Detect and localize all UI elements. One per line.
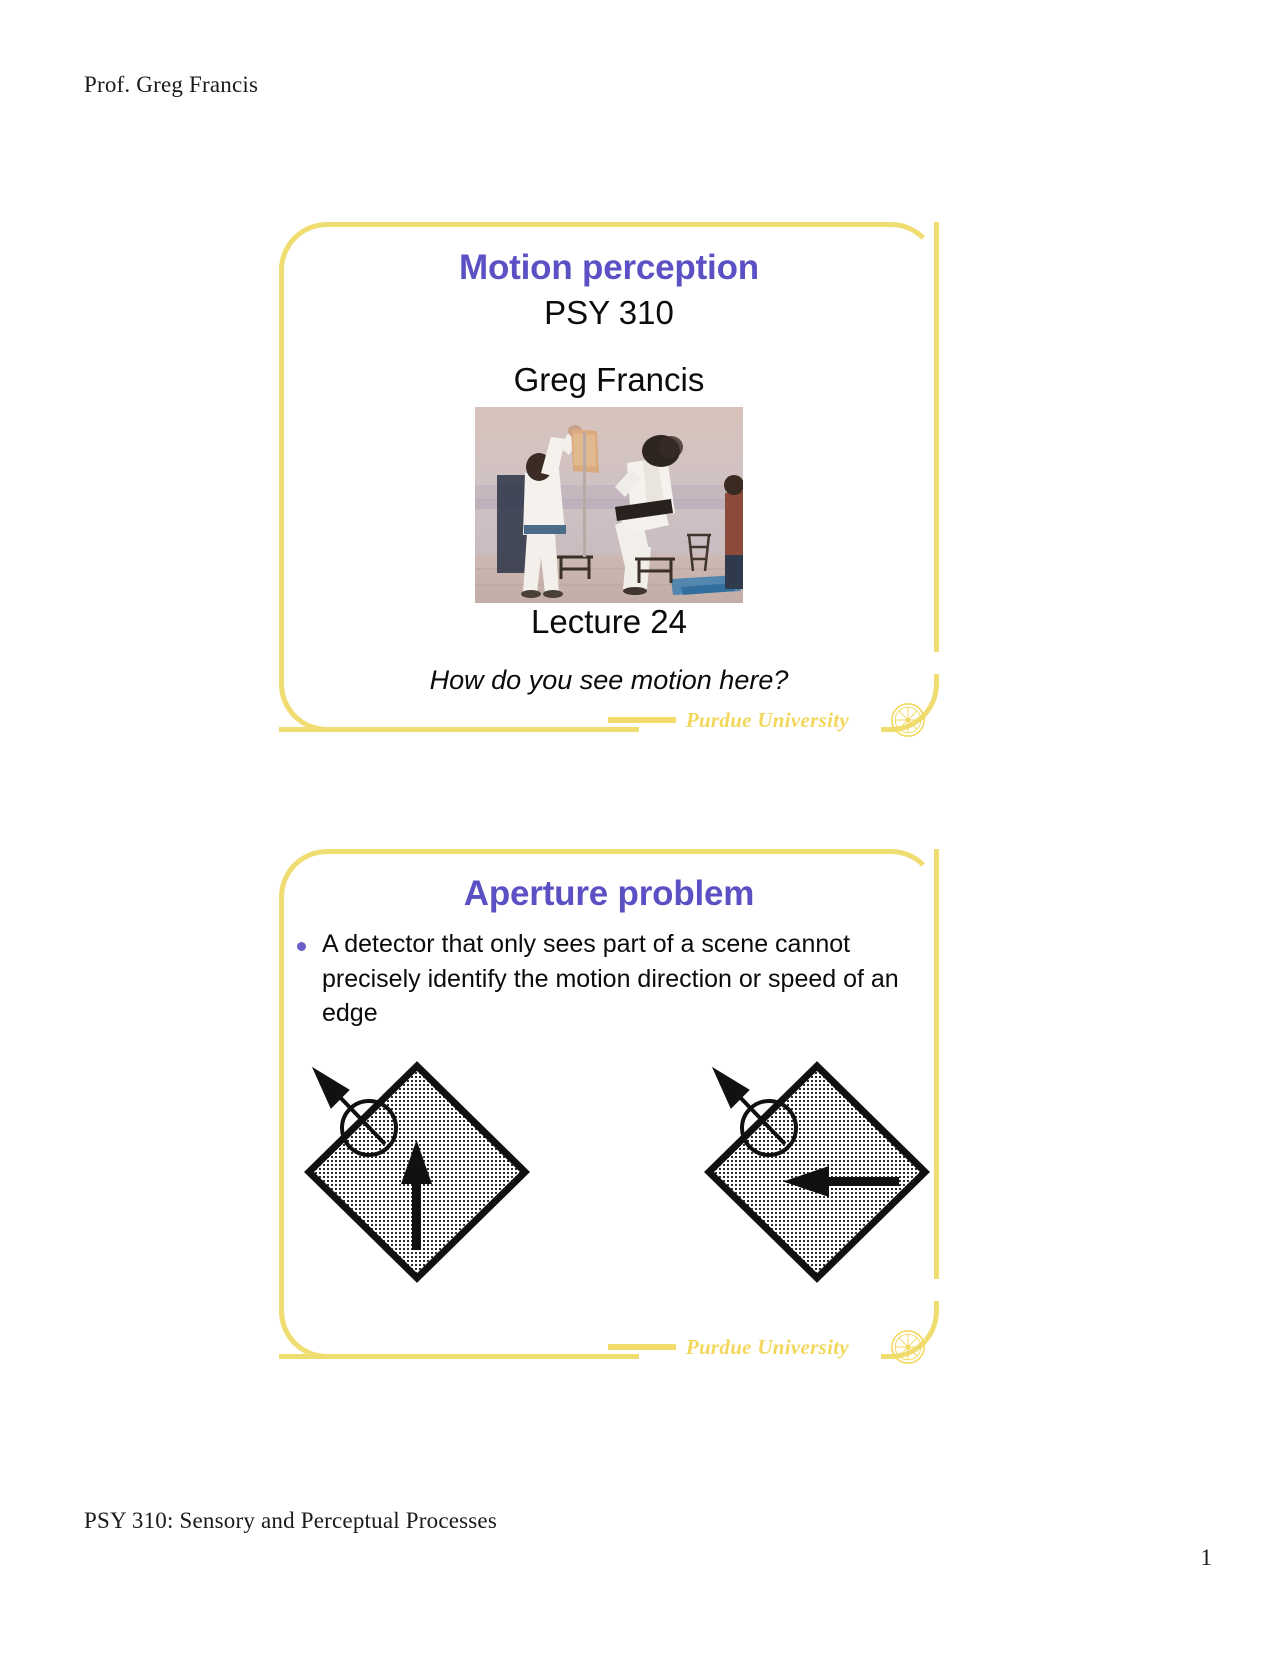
page-footer-course: PSY 310: Sensory and Perceptual Processe… bbox=[84, 1508, 497, 1533]
slide-frame-bottom-rule bbox=[279, 1354, 639, 1359]
diamond-moving-left-figure bbox=[687, 1044, 947, 1294]
true-motion-arrow-left bbox=[783, 1166, 899, 1197]
purdue-footer: Purdue University bbox=[607, 1326, 927, 1368]
aperture-figures bbox=[279, 1044, 939, 1294]
slide-frame-right-rule bbox=[934, 849, 939, 1279]
purdue-rule bbox=[607, 1344, 676, 1350]
page-number: 1 bbox=[1200, 1545, 1213, 1570]
slide-title-aperture-problem: Aperture problem bbox=[463, 874, 755, 913]
aperture-motion-arrow-diagonal bbox=[311, 1066, 387, 1146]
slide-title-motion-perception: Motion perception bbox=[459, 248, 759, 287]
purdue-university-label: Purdue University bbox=[685, 1334, 849, 1359]
purdue-rule bbox=[607, 717, 676, 723]
purdue-footer: Purdue University bbox=[607, 699, 927, 741]
taekwondo-photo bbox=[475, 407, 743, 603]
slide-question-text: How do you see motion here? bbox=[429, 665, 789, 695]
purdue-seal-icon bbox=[889, 701, 927, 739]
aperture-circle bbox=[340, 1099, 398, 1157]
slide-frame-border bbox=[279, 222, 939, 732]
diamond-moving-up-figure bbox=[287, 1044, 547, 1294]
slide-course-code: PSY 310 bbox=[544, 294, 674, 331]
slide-author-name: Greg Francis bbox=[513, 361, 705, 398]
purdue-seal-icon bbox=[889, 1328, 927, 1366]
slide-frame-right-rule bbox=[934, 222, 939, 652]
true-motion-arrow-up bbox=[401, 1140, 432, 1250]
slide-aperture-problem: Aperture problem A detector that only se… bbox=[279, 849, 939, 1364]
aperture-circle bbox=[740, 1099, 798, 1157]
slide-lecture-number: Lecture 24 bbox=[531, 603, 687, 640]
slide-frame-border bbox=[279, 849, 939, 1359]
slide-frame-bottom-rule bbox=[279, 727, 639, 732]
bullet-list: A detector that only sees part of a scen… bbox=[297, 927, 907, 1031]
bullet-dot-icon bbox=[297, 942, 306, 951]
slide-title-slide: Motion perception PSY 310 Greg Francis bbox=[279, 222, 939, 737]
list-item: A detector that only sees part of a scen… bbox=[297, 927, 907, 1031]
purdue-university-label: Purdue University bbox=[685, 707, 849, 732]
aperture-motion-arrow-diagonal bbox=[711, 1066, 787, 1146]
bullet-text: A detector that only sees part of a scen… bbox=[322, 930, 899, 1027]
slide-frame-corner-bottom-left bbox=[279, 1311, 327, 1359]
page-header-author: Prof. Greg Francis bbox=[84, 72, 259, 97]
